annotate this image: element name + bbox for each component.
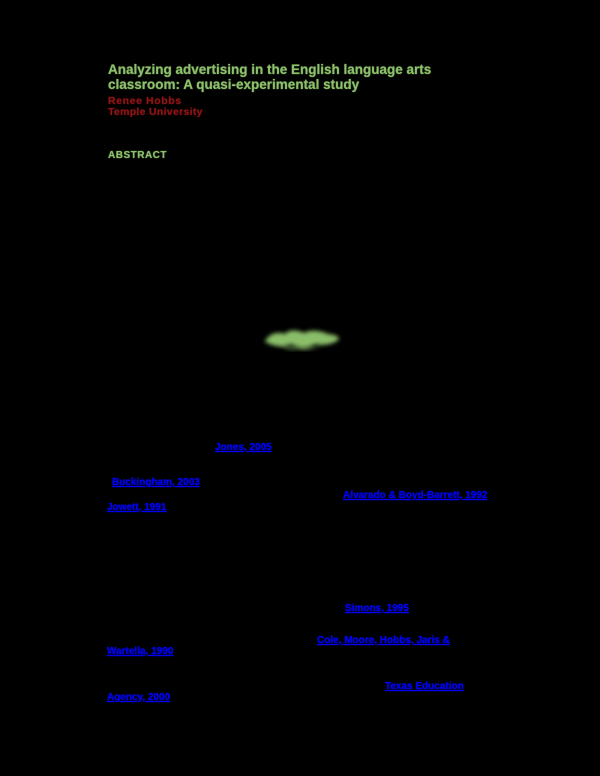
citation-link-5[interactable]: Simons, 1995	[345, 603, 409, 614]
paper-title-line1: Analyzing advertising in the English lan…	[108, 62, 432, 77]
citation-link-2[interactable]: Buckingham, 2003	[112, 477, 200, 488]
author-affiliation: Temple University	[108, 106, 203, 118]
abstract-heading: ABSTRACT	[108, 150, 167, 161]
citation-link-6[interactable]: Cole, Moore, Hobbs, Jaris &	[317, 635, 450, 646]
citation-link-9[interactable]: Agency, 2000	[107, 692, 171, 703]
citation-link-1[interactable]: Jones, 2005	[215, 442, 272, 453]
citation-link-8[interactable]: Texas Education	[385, 681, 464, 692]
citation-link-3[interactable]: Alvarado & Boyd-Barrett, 1992	[343, 490, 488, 501]
paper-title: Analyzing advertising in the English lan…	[108, 62, 448, 92]
citation-link-7[interactable]: Wartella, 1990	[107, 646, 174, 657]
highlight-scribble-annotation	[264, 330, 339, 350]
author-name: Renee Hobbs	[108, 95, 182, 107]
citation-link-4[interactable]: Jowett, 1991	[107, 502, 167, 513]
paper-title-line2: classroom: A quasi-experimental study	[108, 77, 360, 92]
